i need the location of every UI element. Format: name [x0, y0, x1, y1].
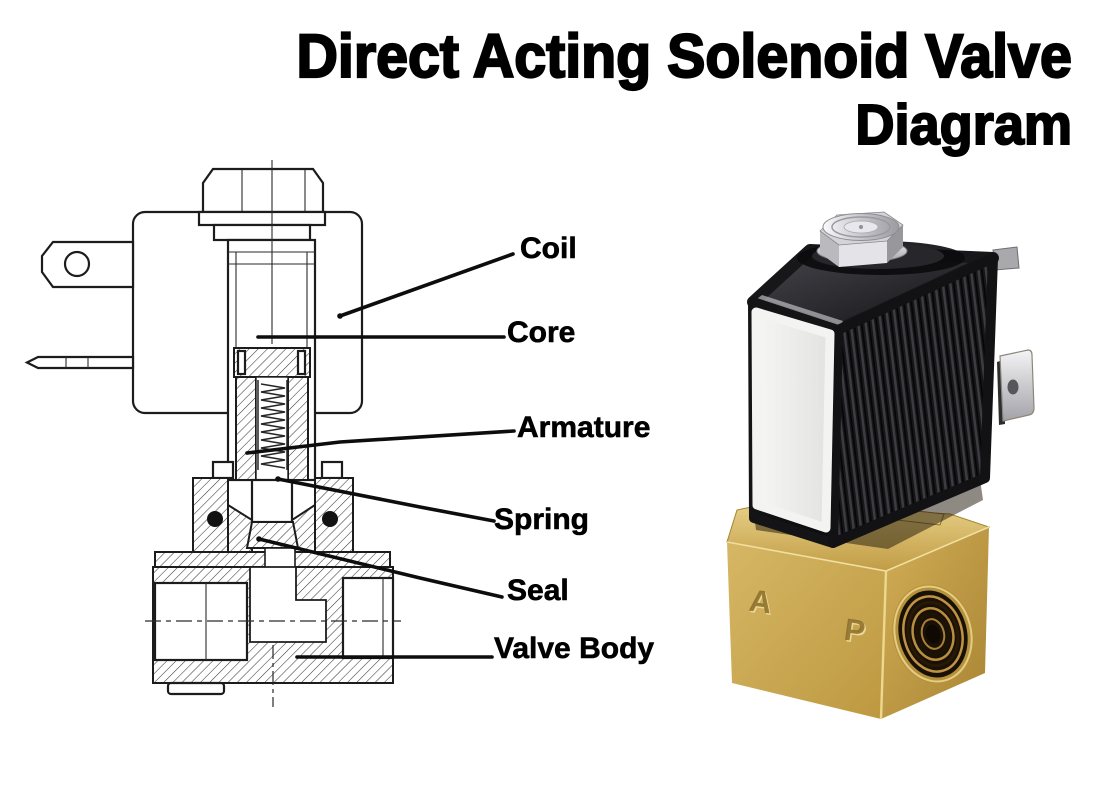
page-title: Direct Acting Solenoid Valve — [296, 22, 1073, 90]
label-coil: Coil — [520, 232, 577, 266]
label-spring: Spring — [494, 503, 590, 537]
centerlines — [145, 620, 401, 707]
photo-coil — [747, 244, 999, 548]
hex-nut — [197, 167, 327, 242]
solenoid-cross-section — [24, 160, 516, 707]
electrical-connector-tab — [40, 240, 135, 289]
leader-seal — [257, 537, 504, 599]
o-ring-left — [207, 511, 223, 527]
spring — [257, 380, 288, 470]
leader-armature — [245, 429, 516, 455]
photo-spade-connector — [992, 246, 1035, 425]
port-letter-p-highlight: P — [843, 613, 868, 651]
photo-label — [751, 307, 835, 533]
port-letter-a: A — [747, 583, 774, 621]
port-letter-p: P — [842, 612, 867, 650]
leader-lines — [245, 252, 516, 659]
port-letter-a-highlight: A — [748, 584, 775, 622]
label-core: Core — [507, 316, 576, 350]
product-photo: A A P P — [726, 211, 1035, 720]
photo-coil-ribs — [828, 253, 998, 548]
page-subtitle: Diagram — [854, 93, 1073, 157]
photo-threaded-port — [892, 584, 974, 684]
bottom-foot — [166, 681, 226, 696]
label-seal: Seal — [507, 574, 569, 608]
o-ring-right — [322, 511, 338, 527]
armature — [233, 347, 311, 524]
leader-spring — [276, 477, 496, 523]
label-valve-body: Valve Body — [494, 632, 655, 666]
bonnet — [192, 460, 354, 553]
photo-hex-nut — [797, 211, 965, 275]
label-armature: Armature — [517, 411, 651, 445]
coil-shadow — [754, 479, 983, 549]
connector-blade — [24, 355, 135, 370]
leader-coil — [338, 252, 515, 318]
